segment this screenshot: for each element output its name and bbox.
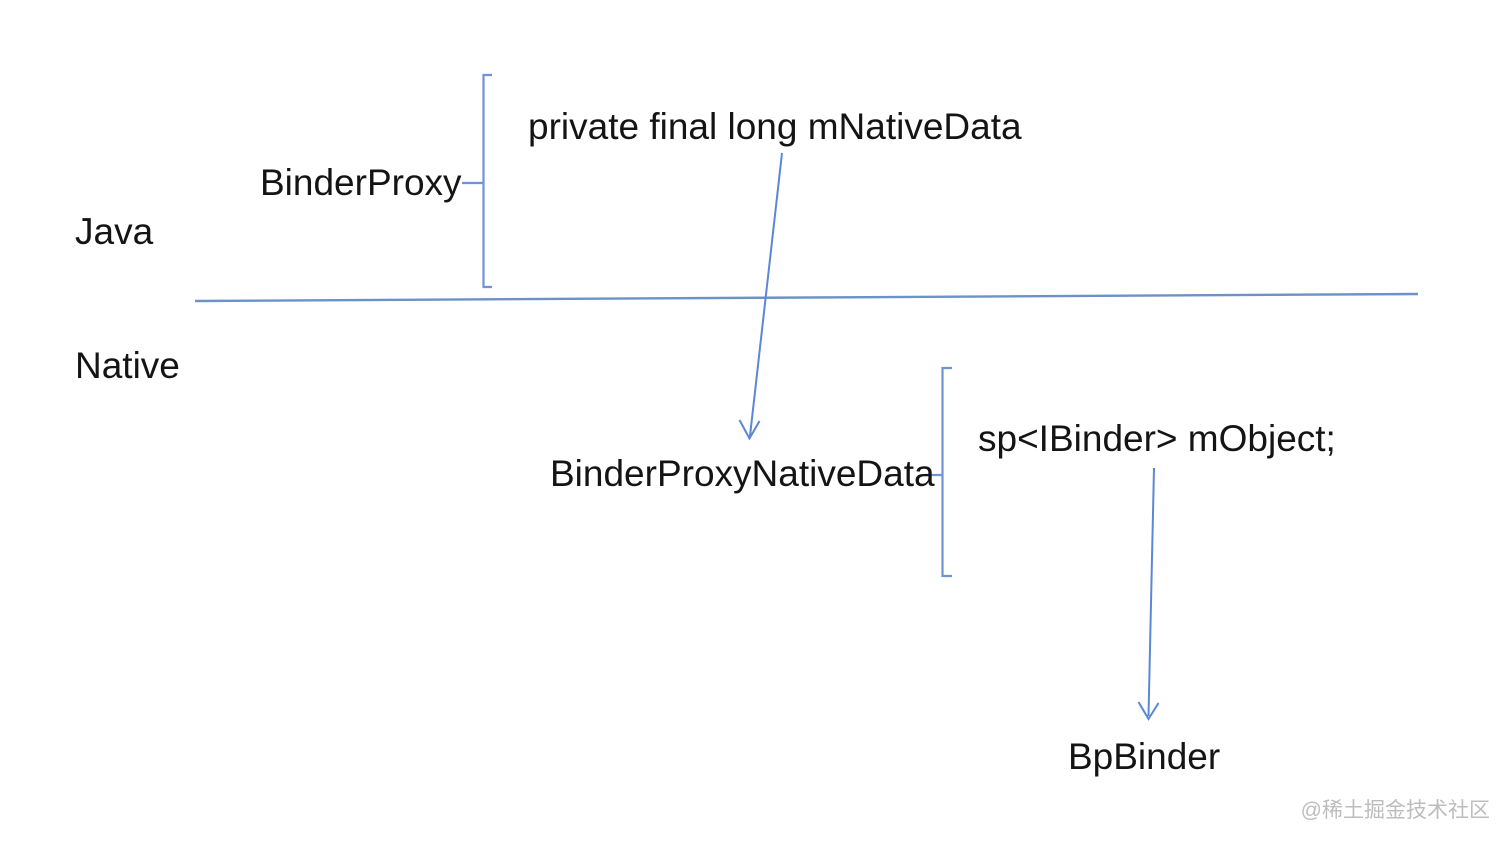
mobject-field-label: sp<IBinder> mObject;: [978, 418, 1336, 459]
binderproxynativedata-class-label: BinderProxyNativeData: [550, 453, 935, 494]
mobject-to-bpbinder-arrow: [1137, 467, 1160, 721]
binderproxynativedata-bracket: [941, 366, 952, 578]
mnativedata-field-label: private final long mNativeData: [528, 106, 1022, 147]
java-native-divider-line: [194, 292, 1419, 303]
java-layer-label: Java: [75, 211, 154, 252]
binderproxy-bracket: [482, 73, 492, 289]
mnativedata-to-binderproxynativedata-arrow: [738, 152, 783, 441]
bpbinder-class-label: BpBinder: [1068, 736, 1221, 777]
native-layer-label: Native: [75, 345, 180, 386]
juejin-watermark: @稀土掘金技术社区: [1300, 799, 1490, 822]
binderproxy-class-label: BinderProxy: [260, 162, 462, 203]
